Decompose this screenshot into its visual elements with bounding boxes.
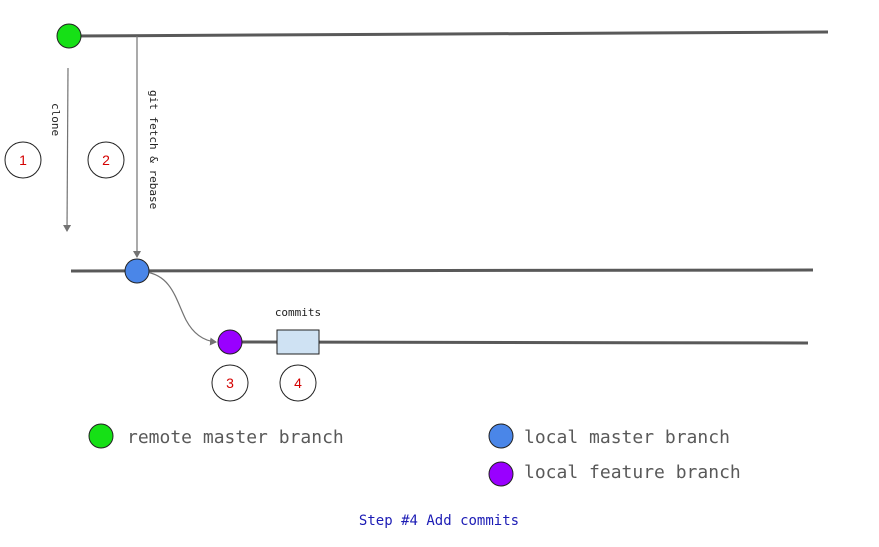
legend-local-master-swatch [488, 423, 514, 449]
legend-item-remote-master: remote master branch [88, 423, 344, 449]
legend-label: local feature branch [524, 462, 741, 483]
local-feature-branch-line [229, 340, 809, 345]
step-marker-4: 4 [279, 364, 317, 402]
clone-arrow [63, 67, 72, 232]
step-number: 2 [102, 152, 110, 168]
step-number: 3 [226, 375, 234, 391]
local-master-branch-line [70, 268, 814, 273]
legend-item-local-feature: local feature branch [488, 461, 741, 487]
branch-off-arrow [145, 271, 217, 346]
legend: remote master branch local master branch… [88, 423, 741, 487]
legend-remote-swatch [88, 423, 114, 449]
fetch-rebase-label: git fetch & rebase [147, 90, 160, 209]
remote-master-node [56, 23, 82, 49]
step-marker-3: 3 [211, 364, 249, 402]
legend-label: remote master branch [127, 427, 344, 448]
step-number: 4 [294, 375, 302, 391]
step-marker-2: 2 [87, 141, 125, 179]
clone-label: clone [49, 103, 62, 136]
step-marker-1: 1 [4, 141, 42, 179]
legend-feature-swatch [488, 461, 514, 487]
commit-box [276, 329, 320, 355]
local-master-node [124, 258, 150, 284]
commits-label: commits [275, 306, 321, 319]
local-feature-node [217, 329, 243, 355]
step-number: 1 [19, 152, 27, 168]
remote-master-branch-line [69, 30, 829, 38]
legend-item-local-master: local master branch [488, 423, 730, 449]
diagram-caption: Step #4 Add commits [359, 513, 519, 529]
legend-label: local master branch [524, 427, 730, 448]
